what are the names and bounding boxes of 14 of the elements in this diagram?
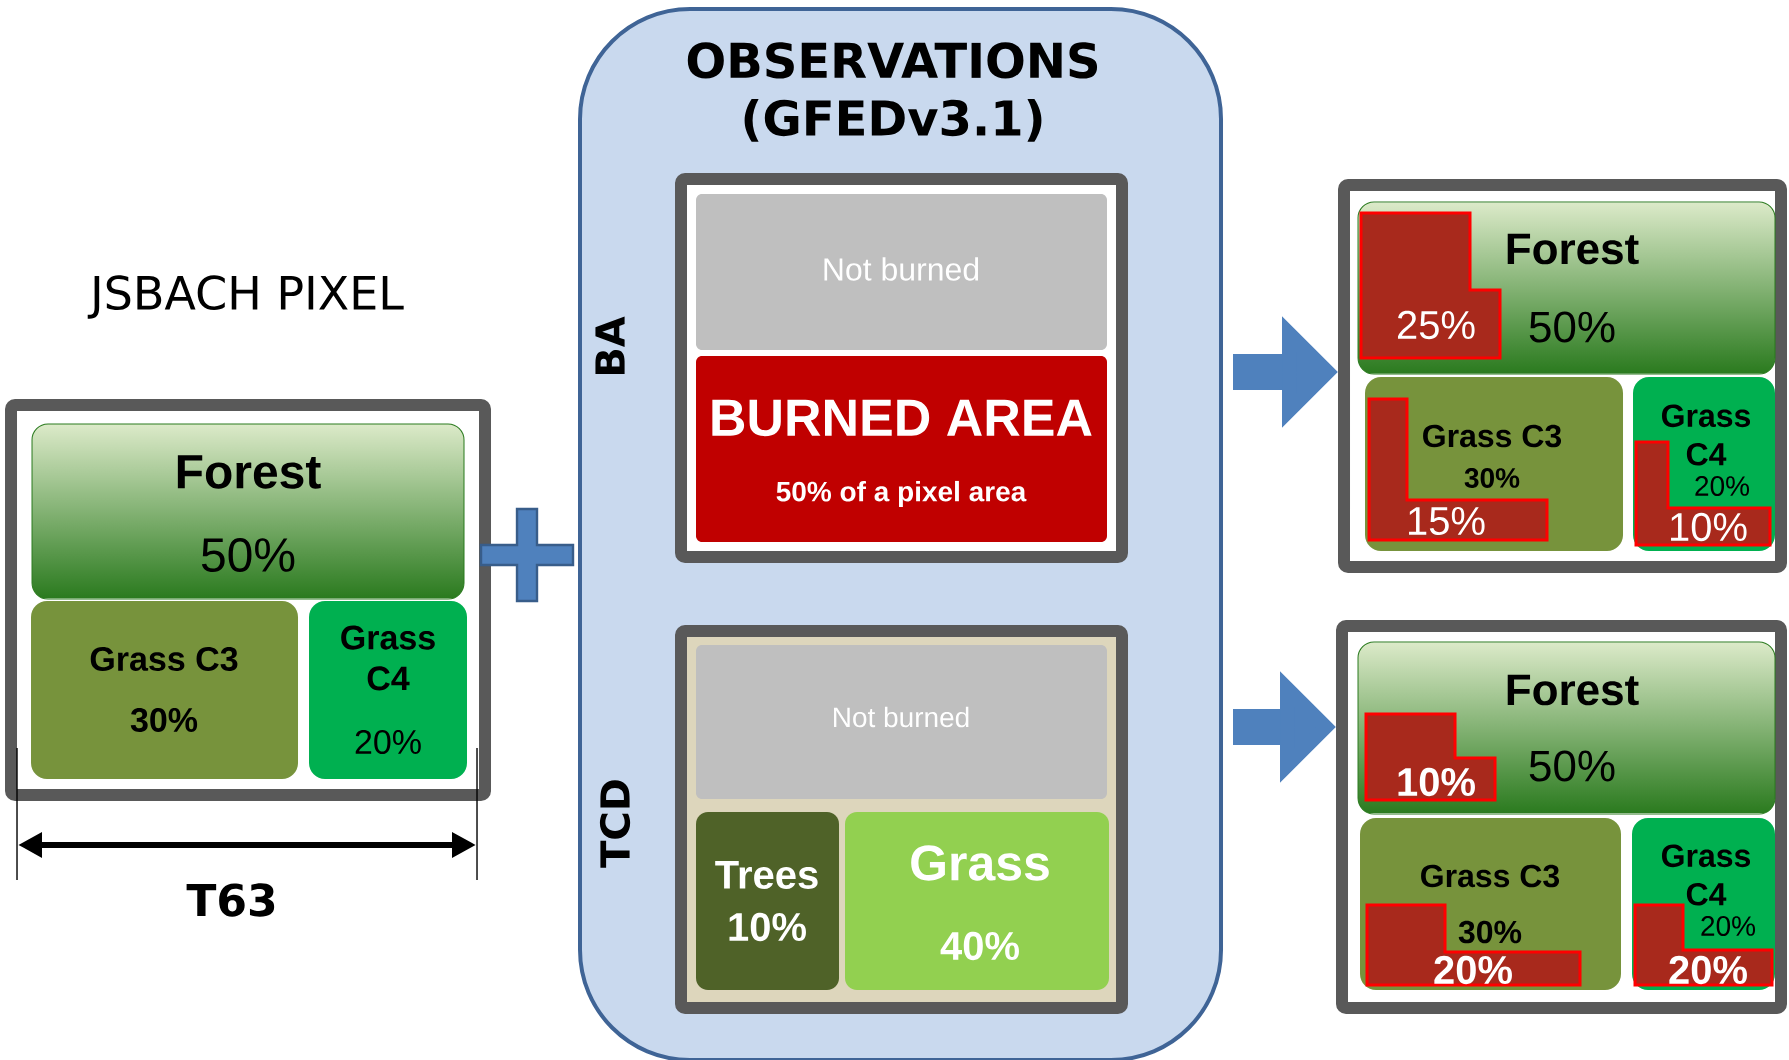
trees-box: Trees 10% [696,812,839,990]
burned-patch: 10% [1364,712,1497,802]
not-burned-box: Not burned [696,645,1107,799]
plus-sign [479,507,575,603]
not-burned-box: Not burned [696,194,1107,350]
grass-box: Grass 40% [845,812,1109,990]
dimension-label: T63 [186,883,275,917]
forest-box: Forest 50% [31,423,465,600]
node-label: BA [595,316,625,375]
node-label: TCD [599,780,631,868]
node-label: JSBACH PIXEL [87,275,404,319]
grass-box: Grass C3 30% [31,601,298,779]
burned-area-box: BURNED AREA 50% of a pixel area [696,356,1107,542]
grass-box: Grass C4 20% [309,601,467,779]
